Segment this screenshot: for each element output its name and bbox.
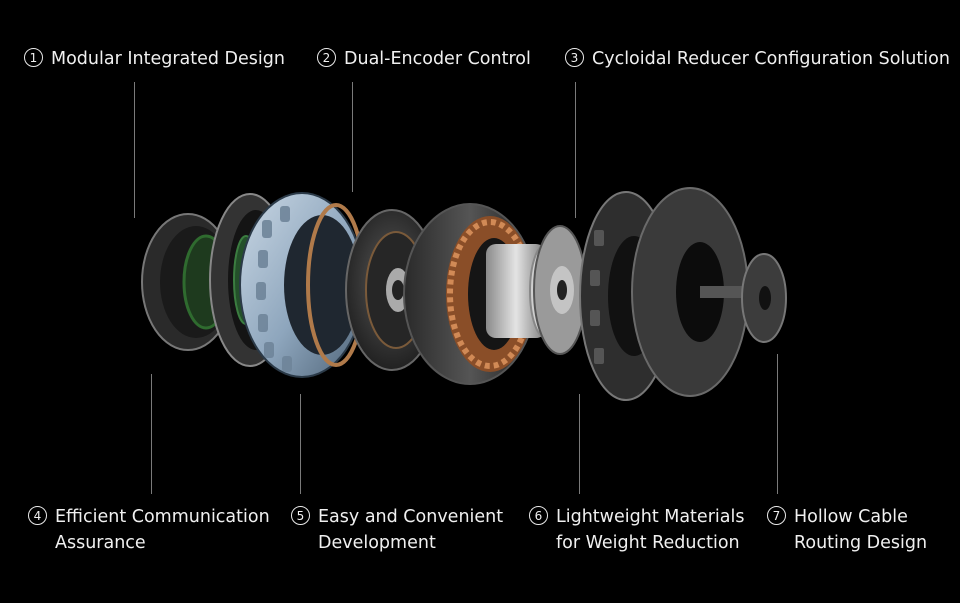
callout-number: 3 — [565, 48, 584, 67]
callout-5: 5 Easy and Convenient Development — [291, 504, 503, 556]
callout-number: 6 — [529, 506, 548, 525]
leader-line-1 — [134, 82, 135, 218]
leader-line-3 — [575, 82, 576, 218]
callout-number: 1 — [24, 48, 43, 67]
callout-2: 2 Dual-Encoder Control — [317, 46, 531, 72]
callout-7: 7 Hollow Cable Routing Design — [767, 504, 927, 556]
callout-number: 4 — [28, 506, 47, 525]
leader-line-4 — [151, 374, 152, 494]
callout-number: 5 — [291, 506, 310, 525]
cycloidal-core-part — [486, 225, 587, 355]
callout-text-line-2: Routing Design — [794, 533, 928, 553]
leader-line-5 — [300, 394, 301, 494]
callout-text: Modular Integrated Design — [51, 49, 285, 69]
callout-text-line-2: for Weight Reduction — [556, 533, 740, 553]
output-flange-part — [631, 187, 756, 397]
callout-text-line-1: Easy and Convenient — [318, 507, 504, 527]
output-plate-part — [741, 253, 787, 343]
callout-text-line-1: Efficient Communication — [55, 507, 270, 527]
leader-line-2 — [352, 82, 353, 192]
callout-text-line-2: Assurance — [55, 533, 146, 553]
callout-text: Dual-Encoder Control — [344, 49, 531, 69]
callout-text: Cycloidal Reducer Configuration Solution — [592, 49, 950, 69]
leader-line-6 — [579, 394, 580, 494]
callout-number: 2 — [317, 48, 336, 67]
callout-text-line-2: Development — [318, 533, 436, 553]
callout-3: 3 Cycloidal Reducer Configuration Soluti… — [565, 46, 950, 72]
leader-line-7 — [777, 354, 778, 494]
callout-text-line-1: Lightweight Materials — [556, 507, 745, 527]
callout-number: 7 — [767, 506, 786, 525]
callout-1: 1 Modular Integrated Design — [24, 46, 285, 72]
callout-text-line-1: Hollow Cable — [794, 507, 908, 527]
callout-6: 6 Lightweight Materials for Weight Reduc… — [529, 504, 744, 556]
callout-4: 4 Efficient Communication Assurance — [28, 504, 270, 556]
